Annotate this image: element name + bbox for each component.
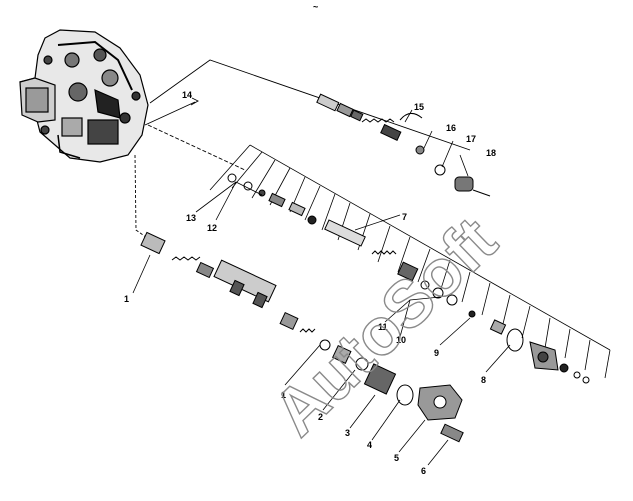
callout-9: 9 (434, 348, 439, 358)
callout-10: 10 (396, 335, 406, 345)
callout-13: 13 (186, 213, 196, 223)
pump-housing (19, 29, 149, 163)
callout-8: 8 (481, 375, 486, 385)
middle-spool-assembly (227, 173, 476, 318)
callout-14: 14 (182, 90, 192, 100)
top-spool-assembly (316, 93, 491, 197)
callout-6: 6 (421, 466, 426, 476)
callout-labels: 1 1 2 3 4 5 6 7 8 9 10 11 12 13 14 15 16… (124, 90, 496, 476)
callout-16: 16 (446, 123, 456, 133)
callout-leaders (132, 109, 511, 466)
callout-1a: 1 (124, 294, 129, 304)
callout-15: 15 (414, 102, 424, 112)
callout-7: 7 (402, 212, 407, 222)
callout-17: 17 (466, 134, 476, 144)
callout-1b: 1 (281, 390, 286, 400)
callout-11: 11 (378, 322, 388, 332)
callout-2: 2 (318, 412, 323, 422)
right-end-assembly (489, 319, 590, 384)
callout-12: 12 (207, 223, 217, 233)
callout-18: 18 (486, 148, 496, 158)
callout-4: 4 (367, 440, 372, 450)
callout-3: 3 (345, 428, 350, 438)
callout-5: 5 (394, 453, 399, 463)
bottom-spool-assembly (140, 231, 464, 443)
header-mark: ~ (313, 2, 318, 12)
watermark: AutoSoft (258, 203, 510, 450)
